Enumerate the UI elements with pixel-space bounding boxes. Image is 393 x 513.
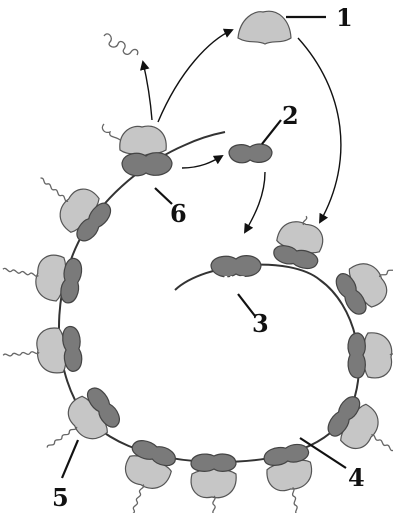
arrow-small-release (181, 154, 224, 169)
ribosome (190, 453, 237, 513)
translating-ribosomes (2, 177, 393, 513)
label-5: 5 (52, 483, 69, 512)
leader-line-2 (261, 119, 282, 145)
leader-line-3 (237, 293, 256, 317)
label-6: 6 (170, 199, 187, 228)
ribosome (2, 254, 83, 304)
arrow-large-recycle (157, 28, 234, 123)
initiating-small-subunit (210, 255, 262, 278)
label-3: 3 (252, 309, 269, 338)
label-1: 1 (336, 3, 353, 32)
label-4: 4 (348, 463, 365, 492)
ribosome (125, 440, 176, 513)
leader-line-5 (60, 439, 80, 479)
free-large-subunit (237, 10, 292, 45)
released-polypeptide (103, 33, 139, 56)
leader-line-4 (299, 437, 347, 469)
arrow-small-recycle (244, 171, 266, 234)
ribosome (263, 443, 313, 513)
terminating-ribosome (101, 123, 173, 177)
ribosome (273, 215, 324, 270)
ribosome (335, 263, 393, 315)
ribosome (2, 325, 83, 374)
stop-codon: UAG (133, 177, 157, 188)
ribosome (40, 177, 112, 242)
free-small-subunit (228, 143, 273, 164)
label-2: 2 (282, 101, 299, 130)
arrow-to-initiation-large (297, 37, 342, 224)
ribosome (46, 387, 120, 448)
start-codon: AUG (222, 275, 246, 286)
ribosome (347, 332, 393, 379)
ribosome (327, 396, 393, 452)
arrow-release-chain (139, 60, 153, 121)
leader-line-6 (154, 187, 173, 205)
